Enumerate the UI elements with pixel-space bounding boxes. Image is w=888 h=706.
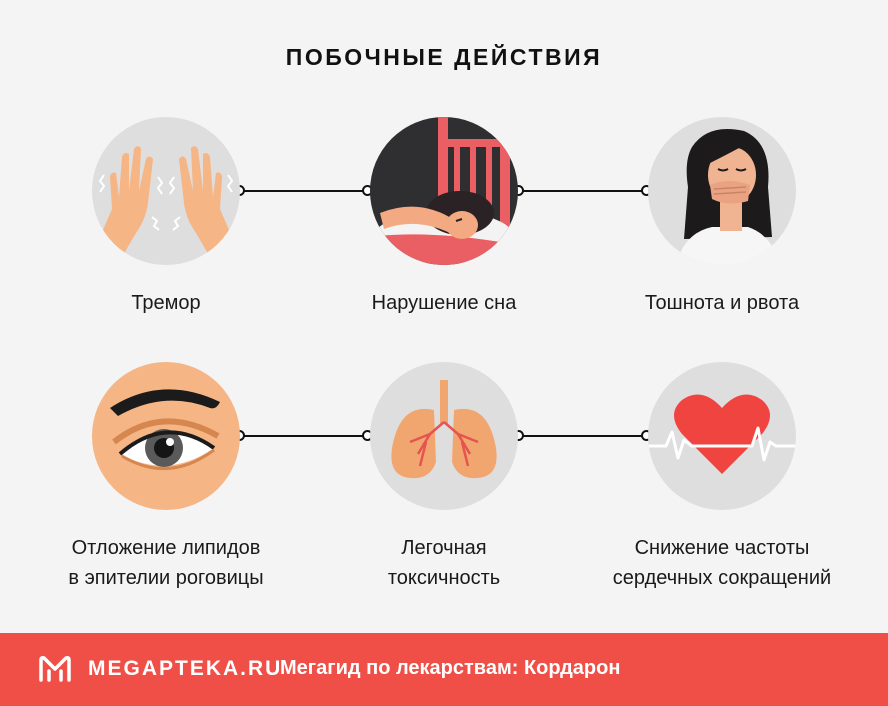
label-line: токсичность <box>387 567 501 589</box>
connector-line <box>522 190 644 192</box>
label-line: в эпителии роговицы <box>68 567 264 589</box>
connector-line <box>244 190 366 192</box>
connector-line <box>244 435 366 437</box>
nauseous-woman-icon <box>648 117 796 265</box>
label-lipid-deposits: Отложение липидов в эпителии роговицы <box>16 533 316 593</box>
logo-icon <box>39 656 71 682</box>
label-line: Отложение липидов <box>71 537 261 559</box>
label-line: Легочная <box>401 537 487 559</box>
sleeping-woman-icon <box>370 117 518 265</box>
heart-pulse-icon <box>648 362 796 510</box>
footer-bar: MEGAPTEKA.RU Мегагид по лекарствам: Корд… <box>0 633 888 706</box>
label-sleep-disorder: Нарушение сна <box>371 292 517 314</box>
label-line: сердечных сокращений <box>612 567 832 589</box>
page-title: ПОБОЧНЫЕ ДЕЙСТВИЯ <box>285 44 603 70</box>
brand-name[interactable]: MEGAPTEKA.RU <box>88 657 283 680</box>
label-tremor: Тремор <box>131 292 201 314</box>
connector-line <box>522 435 644 437</box>
label-heart-rate: Снижение частоты сердечных сокращений <box>572 533 872 593</box>
lungs-icon <box>370 362 518 510</box>
label-line: Снижение частоты <box>634 537 810 559</box>
eye-icon <box>92 362 240 510</box>
footer-tagline: Мегагид по лекарствам: Кордарон <box>280 657 621 679</box>
trembling-hands-icon <box>92 117 240 265</box>
label-nausea: Тошнота и рвота <box>644 292 800 314</box>
label-lung-toxicity: Легочная токсичность <box>334 533 554 593</box>
